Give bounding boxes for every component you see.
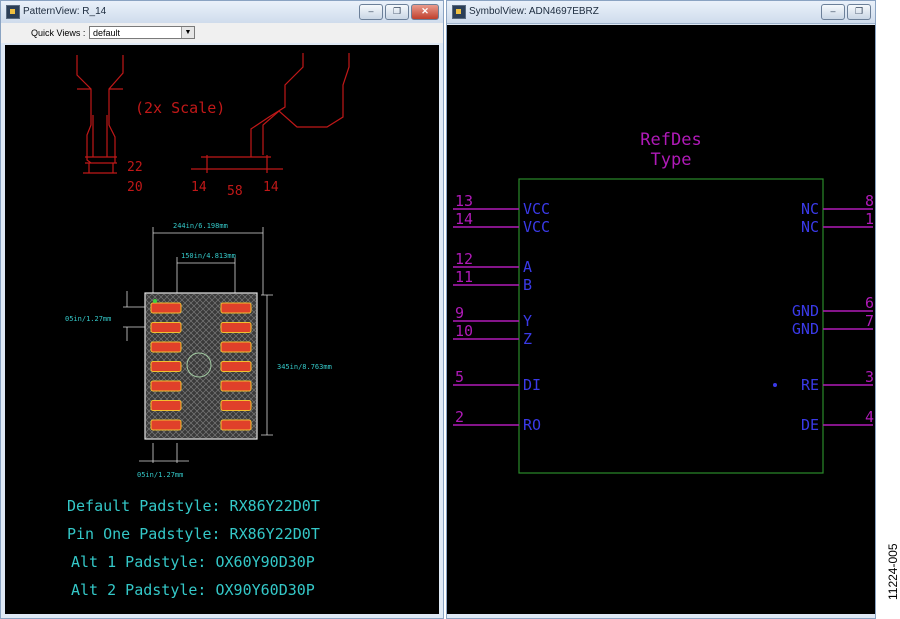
dim-14-left: 14 <box>191 180 207 195</box>
footprint-pad <box>150 361 182 372</box>
footprint-pad <box>220 302 252 314</box>
pin-number: 14 <box>455 210 473 228</box>
chevron-down-icon[interactable]: ▼ <box>181 27 194 38</box>
dim-20: 20 <box>127 180 143 195</box>
symbol-view-window: SymbolView: ADN4697EBRZ – ❐ RefDes Type … <box>446 0 876 619</box>
quick-views-value: default <box>93 28 121 38</box>
pattern-view-titlebar[interactable]: PatternView: R_14 – ❐ ✕ <box>1 1 443 24</box>
pin-name: NC <box>801 200 819 218</box>
dim-top-width: 244in/6.198mm <box>173 222 228 230</box>
minimize-button[interactable]: – <box>359 4 383 20</box>
dim-bottom-pitch: 05in/1.27mm <box>137 471 183 479</box>
pattern-view-window: PatternView: R_14 – ❐ ✕ Quick Views : de… <box>0 0 444 619</box>
pin-name: Z <box>523 330 532 348</box>
active-low-marker <box>773 383 777 387</box>
pin-number: 1 <box>865 210 874 228</box>
pin-name: DI <box>523 376 541 394</box>
footprint-pad <box>220 361 252 372</box>
type-label: Type <box>651 150 692 170</box>
footprint-pad <box>150 322 182 333</box>
pin-name: NC <box>801 218 819 236</box>
footprint-pad <box>220 419 252 431</box>
restore-button[interactable]: ❐ <box>847 4 871 20</box>
dim-height: 345in/8.763mm <box>277 363 332 371</box>
footprint-pad <box>150 419 182 431</box>
pin-name: A <box>523 258 532 276</box>
footprint-pad <box>150 302 182 314</box>
dim-inner-width: 150in/4.813mm <box>181 252 236 260</box>
pads-left <box>150 302 182 431</box>
padstyle-alt-2: Alt 2 Padstyle: OX90Y60D30P <box>71 581 315 599</box>
pin-number: 10 <box>455 322 473 340</box>
refdes-label: RefDes <box>640 130 701 150</box>
pattern-drawing: (2x Scale) 22 20 14 58 14 244in/6.198mm … <box>65 53 350 599</box>
restore-button[interactable]: ❐ <box>385 4 409 20</box>
pin-number: 11 <box>455 268 473 286</box>
pin-name: B <box>523 276 532 294</box>
pin-name: RO <box>523 416 541 434</box>
app-icon <box>6 5 20 19</box>
dim-14-right: 14 <box>263 180 279 195</box>
footprint-pad <box>150 380 182 392</box>
footprint-pad <box>220 380 252 392</box>
dimension-labels: 244in/6.198mm 150in/4.813mm 05in/1.27mm … <box>65 222 332 479</box>
footprint-pad <box>150 400 182 411</box>
footprint-pad <box>220 400 252 411</box>
padstyle-alt-1: Alt 1 Padstyle: OX60Y90D30P <box>71 553 315 571</box>
side-view-outline <box>76 55 124 174</box>
symbol-body <box>518 178 824 474</box>
footprint-pad <box>220 322 252 333</box>
padstyle-list: Default Padstyle: RX86Y22D0T Pin One Pad… <box>67 497 320 599</box>
pin-number: 6 <box>865 294 874 312</box>
pattern-view-title: PatternView: R_14 <box>23 6 107 17</box>
dim-58: 58 <box>227 184 243 199</box>
pin-one-marker <box>153 299 157 303</box>
close-button[interactable]: ✕ <box>411 4 439 20</box>
pin-number: 12 <box>455 250 473 268</box>
pin-name: VCC <box>523 200 550 218</box>
dimension-lines <box>123 227 273 463</box>
quick-views-select[interactable]: default ▼ <box>89 26 195 39</box>
pads-right <box>220 302 252 431</box>
symbol-view-titlebar[interactable]: SymbolView: ADN4697EBRZ – ❐ <box>447 1 875 24</box>
pin-number: 4 <box>865 408 874 426</box>
pin-name: GND <box>792 320 819 338</box>
pin-number: 5 <box>455 368 464 386</box>
app-icon <box>452 5 466 19</box>
padstyle-default: Default Padstyle: RX86Y22D0T <box>67 497 320 515</box>
pin-number: 7 <box>865 312 874 330</box>
dim-22: 22 <box>127 160 143 175</box>
scale-note: (2x Scale) <box>135 99 225 117</box>
quick-views-label: Quick Views : <box>31 28 86 38</box>
padstyle-pin-one: Pin One Padstyle: RX86Y22D0T <box>67 525 320 543</box>
figure-id: 11224-005 <box>886 543 900 601</box>
pin-number: 2 <box>455 408 464 426</box>
pin-number: 8 <box>865 192 874 210</box>
pin-name: Y <box>523 312 532 330</box>
dim-pitch: 05in/1.27mm <box>65 315 111 323</box>
pattern-canvas[interactable]: (2x Scale) 22 20 14 58 14 244in/6.198mm … <box>5 45 439 614</box>
pin-number: 13 <box>455 192 473 210</box>
pin-name: RE <box>801 376 819 394</box>
end-view-outline <box>191 53 350 173</box>
pin-name: VCC <box>523 218 550 236</box>
symbol-view-title: SymbolView: ADN4697EBRZ <box>469 6 599 17</box>
pin-name: GND <box>792 302 819 320</box>
pin-name: DE <box>801 416 819 434</box>
footprint <box>144 292 258 440</box>
pin-number: 3 <box>865 368 874 386</box>
footprint-pad <box>150 341 182 353</box>
footprint-pad <box>220 341 252 353</box>
pattern-view-toolbar: Quick Views : default ▼ <box>1 23 443 43</box>
pin-number: 9 <box>455 304 464 322</box>
minimize-button[interactable]: – <box>821 4 845 20</box>
origin-marker <box>186 352 212 378</box>
